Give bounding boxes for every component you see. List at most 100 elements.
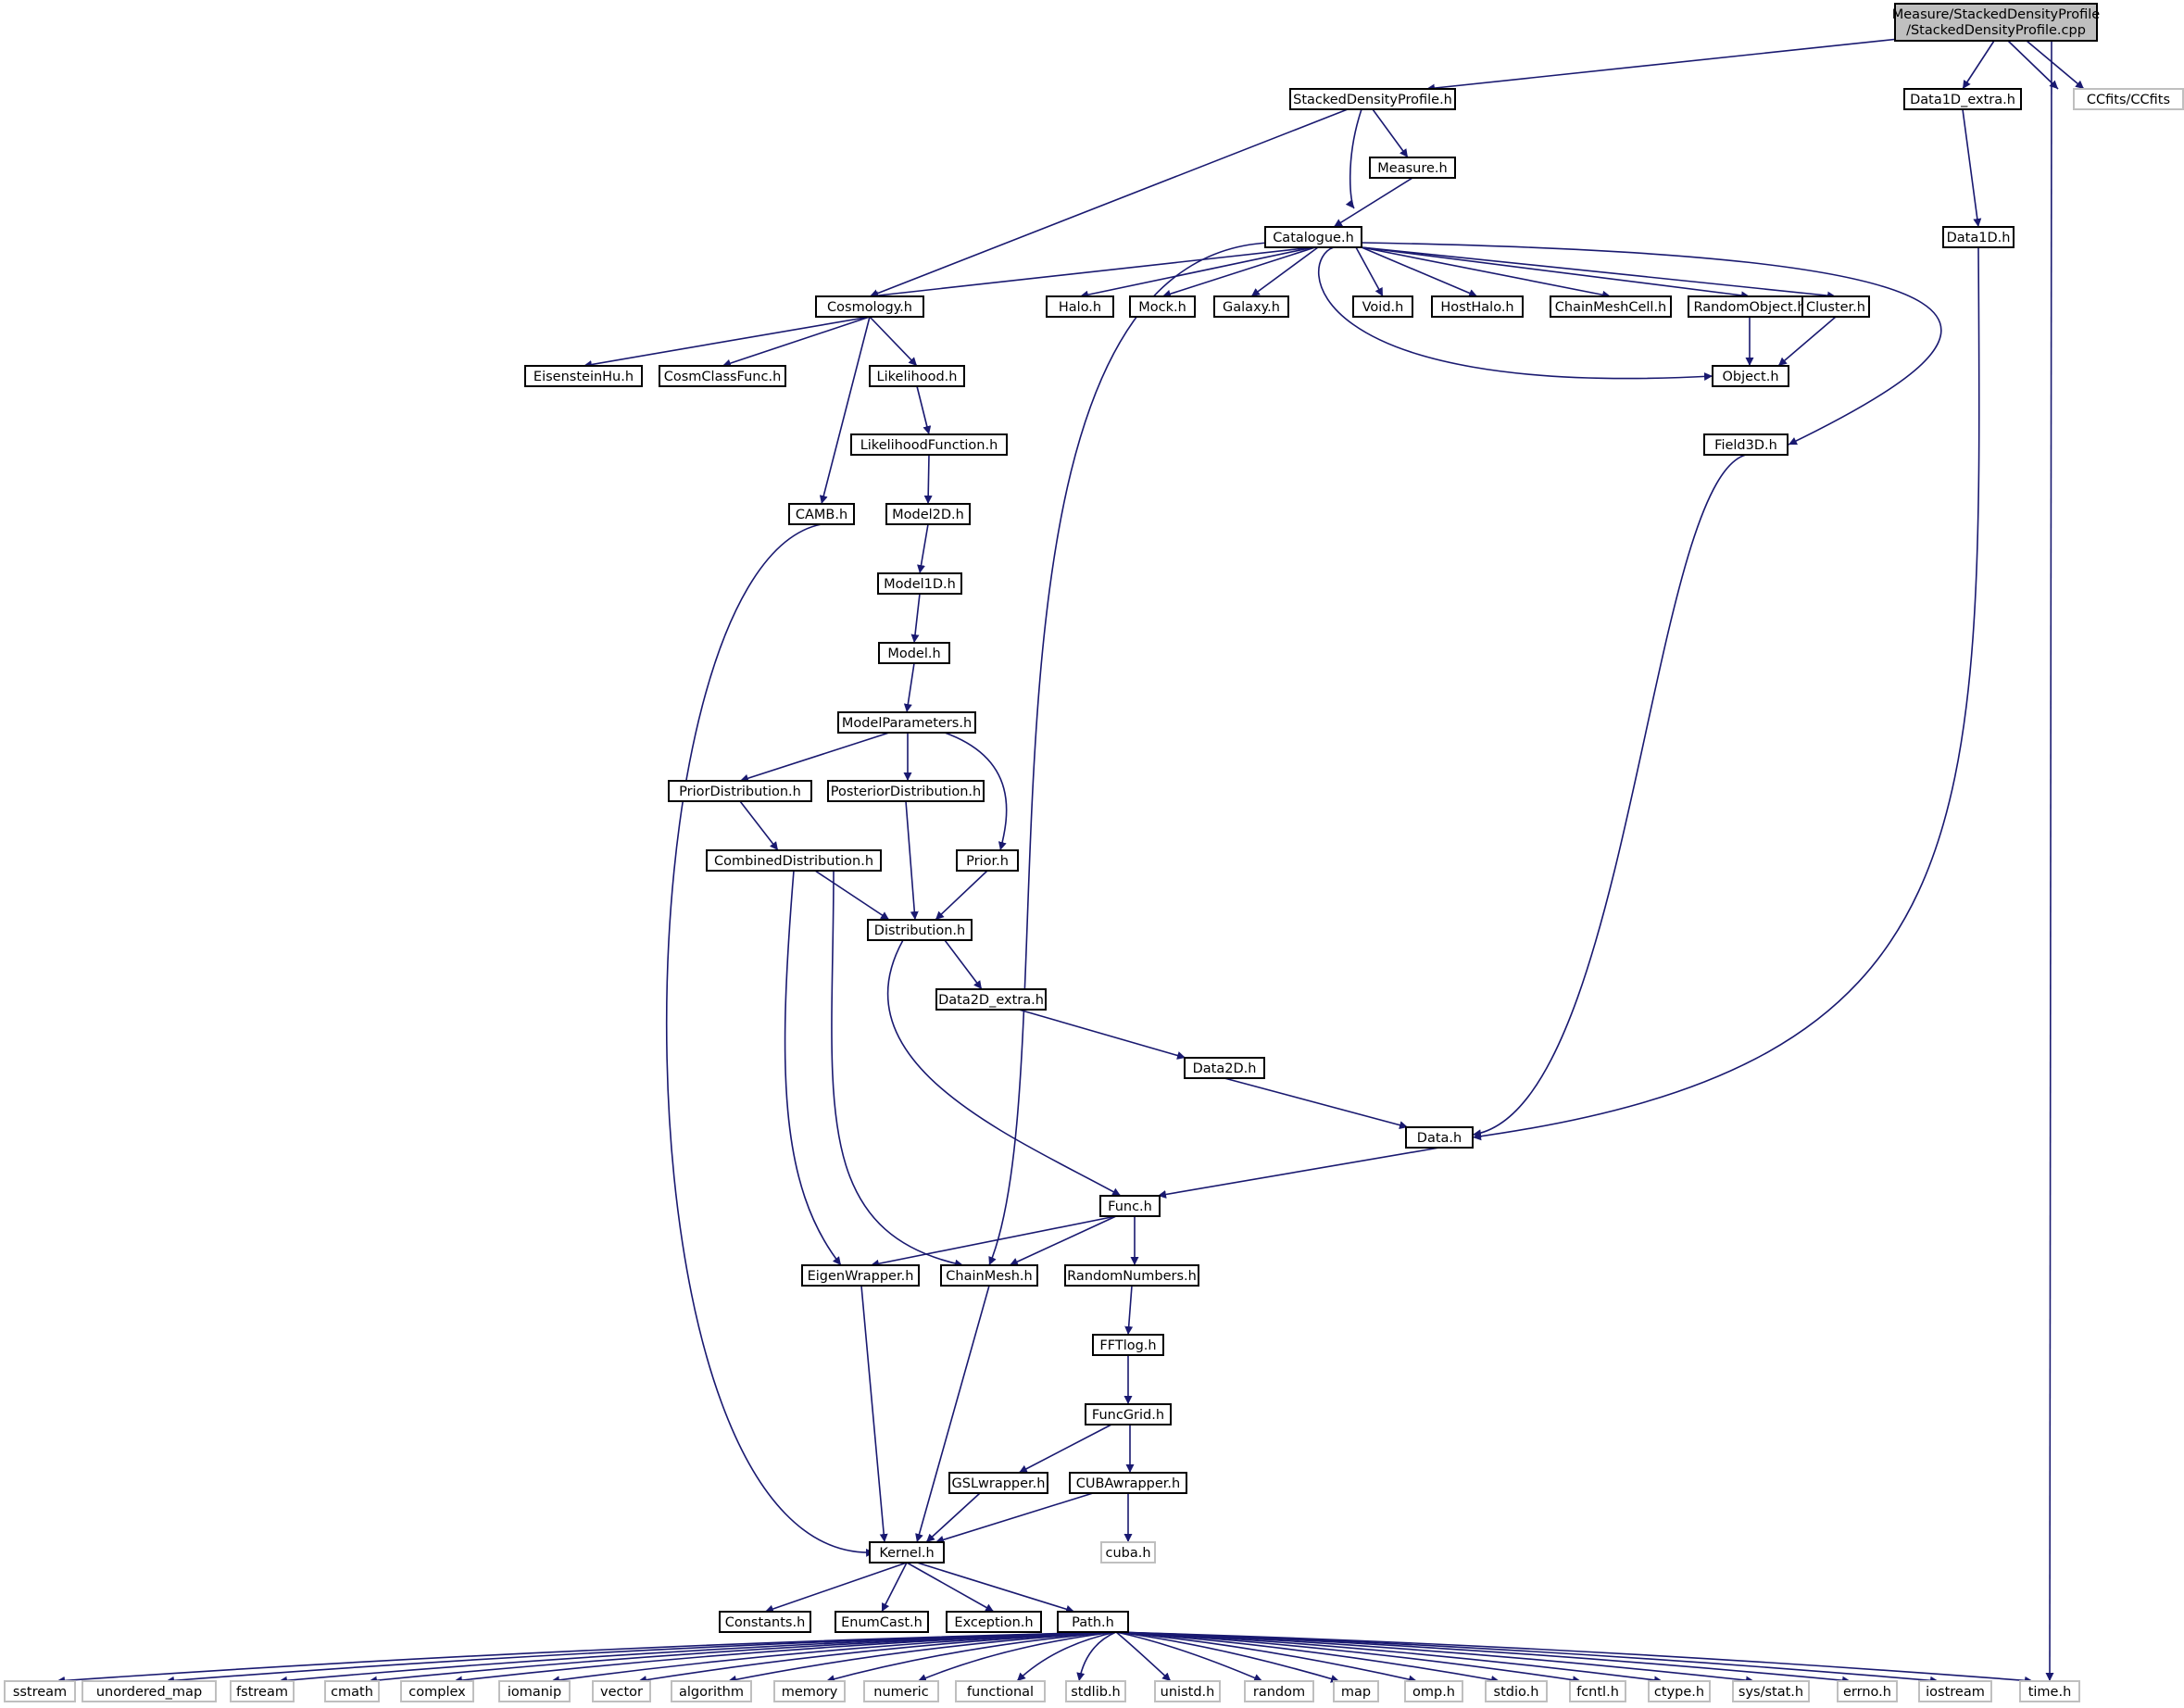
node-kernel[interactable]: Kernel.h	[869, 1541, 945, 1564]
node-time[interactable]: time.h	[2019, 1680, 2080, 1702]
edge-path-map	[1115, 1631, 1340, 1683]
node-priordist[interactable]: PriorDistribution.h	[668, 780, 812, 802]
node-measure[interactable]: Measure.h	[1369, 157, 1456, 179]
node-likelihoodfunction[interactable]: LikelihoodFunction.h	[850, 433, 1008, 456]
node-cluster[interactable]: Cluster.h	[1801, 295, 1870, 318]
edge-5	[1345, 108, 1362, 209]
node-halo[interactable]: Halo.h	[1046, 295, 1114, 318]
node-constants[interactable]: Constants.h	[719, 1611, 811, 1633]
node-numeric[interactable]: numeric	[863, 1680, 939, 1702]
node-unordered-map[interactable]: unordered_map	[82, 1680, 217, 1702]
edge-61	[764, 1562, 908, 1614]
node-box	[668, 780, 812, 802]
node-errno[interactable]: errno.h	[1837, 1680, 1898, 1702]
node-chainmesh[interactable]: ChainMesh.h	[940, 1264, 1038, 1287]
node-randomnumbers[interactable]: RandomNumbers.h	[1064, 1264, 1199, 1287]
edge-31	[910, 593, 921, 644]
node-label: RandomObject.h	[1693, 300, 1805, 315]
node-iostream[interactable]: iostream	[1918, 1680, 1992, 1702]
node-eisensteinhu[interactable]: EisensteinHu.h	[524, 365, 643, 387]
node-data1d[interactable]: Data1D.h	[1942, 226, 2015, 248]
node-sstream[interactable]: sstream	[4, 1680, 76, 1702]
node-data2d-extra[interactable]: Data2D_extra.h	[935, 988, 1047, 1011]
edge-path-numeric	[917, 1631, 1117, 1682]
node-stacked-h[interactable]: StackedDensityProfile.h	[1289, 88, 1456, 110]
node-memory[interactable]: memory	[773, 1680, 846, 1702]
node-cmath[interactable]: cmath	[324, 1680, 380, 1702]
node-path[interactable]: Path.h	[1057, 1611, 1129, 1633]
node-mock[interactable]: Mock.h	[1129, 295, 1196, 318]
node-box	[1046, 295, 1114, 318]
node-hosthalo[interactable]: HostHalo.h	[1431, 295, 1524, 318]
node-void[interactable]: Void.h	[1352, 295, 1413, 318]
node-algorithm[interactable]: algorithm	[671, 1680, 752, 1702]
node-model[interactable]: Model.h	[878, 642, 950, 664]
node-func[interactable]: Func.h	[1099, 1195, 1161, 1217]
node-cosmclassfunc[interactable]: CosmClassFunc.h	[659, 365, 786, 387]
node-label: Data.h	[1417, 1131, 1462, 1146]
node-model1d[interactable]: Model1D.h	[877, 572, 962, 595]
node-box	[82, 1680, 217, 1702]
node-ctype[interactable]: ctype.h	[1648, 1680, 1711, 1702]
node-ccfits[interactable]: CCfits/CCfits	[2073, 88, 2184, 110]
edge-49	[1009, 1215, 1117, 1266]
node-box	[878, 642, 950, 664]
node-model2d[interactable]: Model2D.h	[885, 503, 971, 525]
node-stdlib[interactable]: stdlib.h	[1065, 1680, 1126, 1702]
node-label: Distribution.h	[874, 923, 965, 938]
node-data2d[interactable]: Data2D.h	[1184, 1057, 1265, 1079]
node-sysstat[interactable]: sys/stat.h	[1732, 1680, 1810, 1702]
node-box	[2073, 88, 2184, 110]
node-randomobject[interactable]: RandomObject.h	[1688, 295, 1812, 318]
node-functional[interactable]: functional	[955, 1680, 1046, 1702]
node-omp[interactable]: omp.h	[1404, 1680, 1463, 1702]
edge-42	[887, 939, 1122, 1197]
node-camb[interactable]: CAMB.h	[788, 503, 855, 525]
node-funcgrid[interactable]: FuncGrid.h	[1085, 1403, 1172, 1425]
node-field3d[interactable]: Field3D.h	[1703, 433, 1789, 456]
edge-63	[906, 1562, 995, 1613]
edge-65	[2045, 40, 2054, 1682]
node-enumcast[interactable]: EnumCast.h	[835, 1611, 929, 1633]
node-label: ctype.h	[1654, 1685, 1704, 1700]
node-box	[1485, 1680, 1548, 1702]
node-fcntl[interactable]: fcntl.h	[1569, 1680, 1626, 1702]
node-object[interactable]: Object.h	[1712, 365, 1789, 387]
node-label: cmath	[331, 1685, 373, 1700]
node-label: unordered_map	[96, 1685, 202, 1700]
node-distribution[interactable]: Distribution.h	[867, 919, 973, 941]
node-unistd[interactable]: unistd.h	[1154, 1680, 1221, 1702]
node-cosmology[interactable]: Cosmology.h	[815, 295, 924, 318]
node-complex[interactable]: complex	[400, 1680, 474, 1702]
node-posteriordist[interactable]: PosteriorDistribution.h	[827, 780, 985, 802]
node-prior[interactable]: Prior.h	[956, 849, 1019, 872]
node-cubawrapper[interactable]: CUBAwrapper.h	[1069, 1472, 1187, 1494]
node-cuba[interactable]: cuba.h	[1100, 1541, 1156, 1564]
node-fstream[interactable]: fstream	[230, 1680, 295, 1702]
node-catalogue[interactable]: Catalogue.h	[1264, 226, 1362, 248]
node-modelparameters[interactable]: ModelParameters.h	[837, 711, 976, 734]
node-iomanip[interactable]: iomanip	[498, 1680, 571, 1702]
node-box	[867, 919, 973, 941]
node-gslwrapper[interactable]: GSLwrapper.h	[948, 1472, 1048, 1494]
edge-41	[831, 870, 964, 1268]
edge-47	[1472, 454, 1747, 1138]
node-galaxy[interactable]: Galaxy.h	[1213, 295, 1289, 318]
node-vector[interactable]: vector	[592, 1680, 651, 1702]
node-random[interactable]: random	[1244, 1680, 1314, 1702]
edge-55	[935, 1492, 1094, 1544]
node-data[interactable]: Data.h	[1405, 1126, 1474, 1149]
node-chainmeshcell[interactable]: ChainMeshCell.h	[1550, 295, 1672, 318]
node-eigenwrapper[interactable]: EigenWrapper.h	[801, 1264, 920, 1287]
node-likelihood[interactable]: Likelihood.h	[869, 365, 965, 387]
node-exception[interactable]: Exception.h	[946, 1611, 1042, 1633]
node-combineddist[interactable]: CombinedDistribution.h	[706, 849, 882, 872]
node-stdio[interactable]: stdio.h	[1485, 1680, 1548, 1702]
node-data1d-extra[interactable]: Data1D_extra.h	[1903, 88, 2022, 110]
node-label: GSLwrapper.h	[952, 1476, 1046, 1491]
node-fftlog[interactable]: FFTlog.h	[1092, 1334, 1164, 1356]
node-map[interactable]: map	[1333, 1680, 1379, 1702]
node-box	[869, 1541, 945, 1564]
node-root-cpp[interactable]: Measure/StackedDensityProfile /StackedDe…	[1892, 3, 2101, 42]
root-line1: Measure/StackedDensityProfile	[1892, 7, 2101, 22]
